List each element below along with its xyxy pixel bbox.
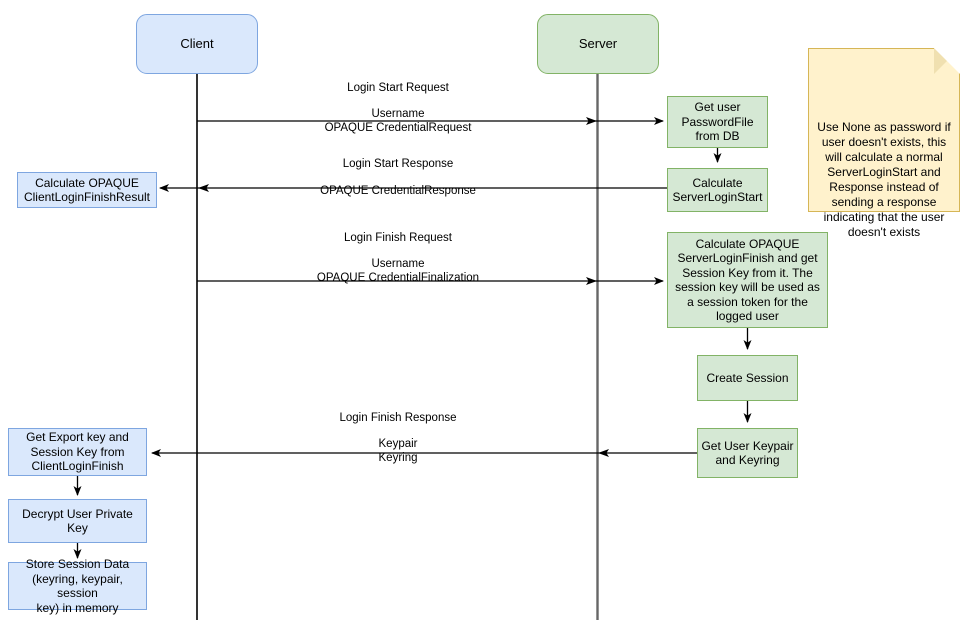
arrowhead-login-start-response-lifeline [198,184,209,192]
message-login-finish-request-payload: Username OPAQUE CredentialFinalization [298,243,498,285]
client-step-calculate-clientloginfinishresult[interactable]: Calculate OPAQUE ClientLoginFinishResult [17,172,157,208]
note-password-none: Use None as password if user doesn't exi… [808,48,960,239]
client-step-decrypt-user-private-key[interactable]: Decrypt User Private Key [8,499,147,543]
client-step-get-export-session-key-label: Get Export key and Session Key from Clie… [26,430,129,474]
server-step-calculate-serverloginstart-label: Calculate ServerLoginStart [672,175,763,205]
message-login-finish-request-title: Login Finish Request [298,217,498,245]
server-step-create-session[interactable]: Create Session [697,355,798,401]
message-login-finish-request-title-text: Login Finish Request [343,232,453,244]
message-login-finish-response-title-text: Login Finish Response [339,412,457,424]
server-step-get-user-keypair-keyring-label: Get User Keypair and Keyring [701,438,794,468]
message-login-finish-response-title: Login Finish Response [298,397,498,425]
message-login-start-response-payload: OPAQUE CredentialResponse [298,170,498,198]
message-login-start-request-title-text: Login Start Request [347,82,449,94]
arrowhead-login-finish-response-lifeline [598,449,609,457]
actor-client[interactable]: Client [136,14,258,74]
actor-client-label: Client [180,35,214,51]
server-step-get-passwordfile[interactable]: Get user PasswordFile from DB [667,96,768,148]
server-step-calculate-serverloginstart[interactable]: Calculate ServerLoginStart [667,168,768,212]
message-login-start-request-title: Login Start Request [298,67,498,95]
message-login-start-request-payload-text: Username OPAQUE CredentialRequest [324,108,472,134]
message-login-start-response-payload-text: OPAQUE CredentialResponse [320,185,476,197]
note-fold-icon [934,48,960,74]
message-login-finish-request-payload-text: Username OPAQUE CredentialFinalization [316,258,480,284]
client-step-store-session-data-label: Store Session Data (keyring, keypair, se… [25,557,130,615]
server-step-get-user-keypair-keyring[interactable]: Get User Keypair and Keyring [697,428,798,478]
message-login-start-request-payload: Username OPAQUE CredentialRequest [298,93,498,135]
server-step-create-session-label: Create Session [706,370,789,385]
client-step-calculate-clientloginfinishresult-label: Calculate OPAQUE ClientLoginFinishResult [23,175,151,205]
arrowhead-login-start-request-lifeline [586,117,597,125]
note-text: Use None as password if user doesn't exi… [817,120,951,239]
message-login-start-response-title: Login Start Response [298,143,498,171]
actor-server[interactable]: Server [537,14,659,74]
client-step-decrypt-user-private-key-label: Decrypt User Private Key [22,506,133,536]
message-login-start-response-title-text: Login Start Response [342,158,454,170]
client-step-store-session-data[interactable]: Store Session Data (keyring, keypair, se… [8,557,147,615]
client-step-get-export-session-key[interactable]: Get Export key and Session Key from Clie… [8,428,147,476]
actor-server-label: Server [578,35,618,51]
server-step-calculate-serverloginfinish-label: Calculate OPAQUE ServerLoginFinish and g… [675,236,820,324]
message-login-finish-response-payload: Keypair Keyring [298,423,498,465]
arrowhead-login-finish-request-lifeline [586,277,597,285]
server-step-calculate-serverloginfinish[interactable]: Calculate OPAQUE ServerLoginFinish and g… [667,232,828,328]
message-login-finish-response-payload-text: Keypair Keyring [378,438,418,464]
server-step-get-passwordfile-label: Get user PasswordFile from DB [681,100,754,144]
